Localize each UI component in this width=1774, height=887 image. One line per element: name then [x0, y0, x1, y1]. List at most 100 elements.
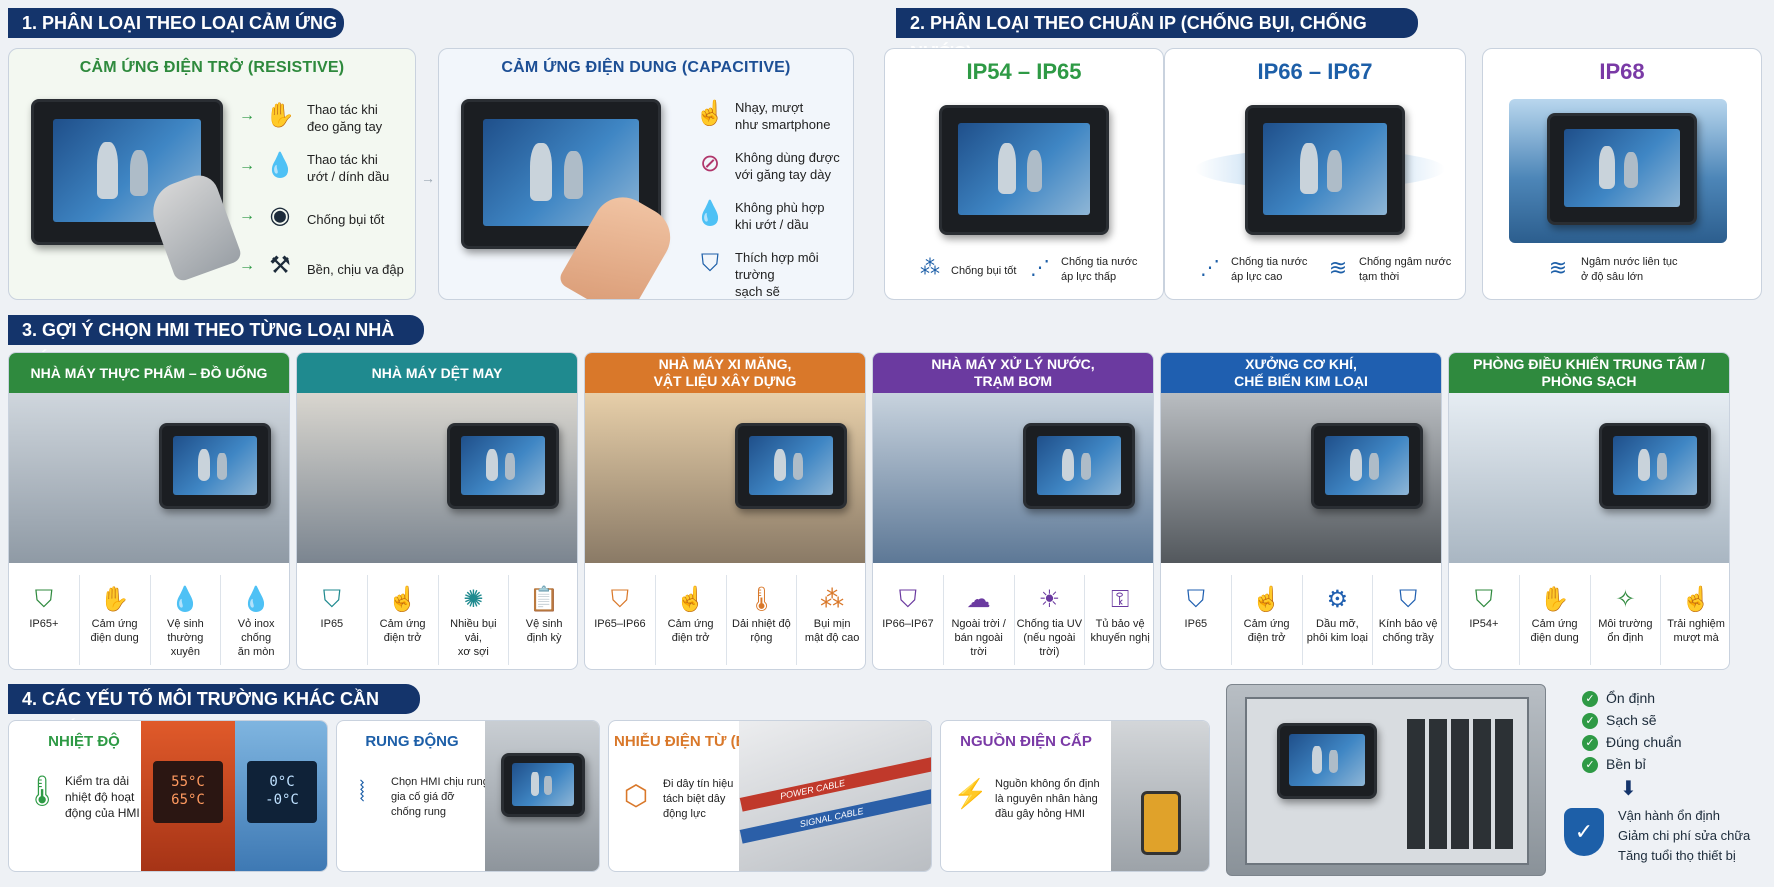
ip54-card: IP54 – IP65 ⁂ Chống bụi tốt ⋰ Chống tia … — [884, 48, 1164, 300]
factory-feature-label: Kính bảo vệ chống trầy — [1378, 618, 1438, 644]
vibration-text: Chọn HMI chịu rung, gia cố giá đỡ chống … — [391, 776, 492, 818]
temperature-title: NHIỆT ĐỘ — [48, 733, 120, 750]
factory-card: NHÀ MÁY THỰC PHẨM – ĐỒ UỐNG⛉IP65+✋Cảm ứn… — [8, 352, 290, 670]
no-glove-icon: ⊘ — [699, 150, 721, 177]
factory-feature-label: Chống tia UV (nếu ngoài trời) — [1016, 618, 1083, 658]
factory-feature: ☝Cảm ứng điện trở — [1232, 575, 1303, 665]
factory-feature-label: IP65 — [1184, 618, 1208, 630]
arrow-icon: → — [421, 170, 435, 186]
factory-card: PHÒNG ĐIỀU KHIỂN TRUNG TÂM / PHÒNG SẠCH ⛉… — [1448, 352, 1730, 670]
ip54-title: IP54 – IP65 — [966, 59, 1082, 84]
cold-temp-1: 0°C — [269, 774, 295, 790]
factory-feature-label: Bụi mịn mật độ cao — [804, 618, 860, 644]
arrow-down-icon: ⬇ — [1620, 778, 1637, 800]
water-drop-icon: 💧 — [265, 152, 295, 179]
check-item: ✓Bền bỉ — [1582, 754, 1646, 774]
spray-icon: ⋰ — [1030, 257, 1050, 279]
shield-check-icon: ⛉ — [34, 586, 53, 613]
factory-feature: 💧Vỏ inox chống ăn mòn — [221, 575, 289, 665]
factory-feature-label: Nhiều bụi vải, xơ sợi — [450, 618, 497, 658]
factory-feature-label: IP65 — [320, 618, 344, 630]
gears-icon: ⚙ — [1326, 586, 1349, 613]
touch-finger-icon: ☝ — [387, 586, 418, 613]
cabinet-icon: ⚿ — [1110, 586, 1130, 613]
factory-feature: ⁂Bụi mịn mật độ cao — [797, 575, 865, 665]
emc-text: Đi dây tín hiệu tách biệt dây động lực — [663, 778, 734, 820]
factory-feature: ⛉Kính bảo vệ chống trầy — [1373, 575, 1441, 665]
sparkle-icon: ✧ — [1615, 586, 1636, 613]
power-text: Nguồn không ổn định là nguyên nhân hàng … — [995, 778, 1100, 820]
factory-photo — [297, 393, 577, 563]
factory-photo — [585, 393, 865, 563]
factory-photo — [1449, 393, 1729, 563]
vibration-card: RUNG ĐỘNG ⦚ Chọn HMI chịu rung, gia cố g… — [336, 720, 600, 872]
factory-title: PHÒNG ĐIỀU KHIỂN TRUNG TÂM / PHÒNG SẠCH — [1449, 353, 1729, 393]
factory-feature: ⛉IP65–IP66 — [585, 575, 656, 665]
check-label: Bền bỉ — [1606, 756, 1646, 772]
factory-feature: ⛉IP54+ — [1449, 575, 1520, 665]
ip54-feature-1: Chống bụi tốt — [951, 265, 1017, 277]
hot-panel-image: 55°C 65°C — [141, 721, 235, 871]
factory-feature: ⛉ IP66–IP67 — [873, 575, 944, 665]
factory-feature: 💧Vệ sinh thường xuyên — [151, 575, 222, 665]
dust-icon: ⁂ — [920, 257, 940, 279]
factory-feature-label: Cảm ứng điện dung — [90, 618, 139, 644]
shield-check-icon: ⛉ — [1474, 586, 1493, 613]
cold-panel-image: 0°C -0°C — [235, 721, 327, 871]
spray-icon: ⋰ — [1200, 257, 1220, 279]
shield-check-icon: ⛉ — [898, 586, 917, 613]
result-2: Giảm chi phí sửa chữa — [1618, 828, 1751, 843]
hammer-icon: ⚒ — [269, 252, 291, 279]
arrow-icon: → — [239, 157, 255, 174]
result-1: Vận hành ổn định — [1618, 808, 1720, 823]
ip68-hmi-image — [1547, 113, 1697, 225]
capacitive-feature-1: Nhạy, mượt như smartphone — [735, 100, 831, 132]
waves-icon: ≋ — [1548, 255, 1568, 280]
factory-feature-label: Cảm ứng điện dung — [1530, 618, 1579, 644]
factory-feature-label: IP66–IP67 — [882, 618, 934, 630]
factory-feature: ⛉ IP65 — [297, 575, 368, 665]
resistive-feature-4: Bền, chịu va đập — [307, 262, 404, 277]
hand-icon: ✋ — [1539, 586, 1570, 613]
factory-feature-label: Ngoài trời / bán ngoài trời — [951, 618, 1006, 658]
cables-image: POWER CABLE SIGNAL CABLE — [739, 721, 931, 871]
factory-feature-label: Dải nhiệt độ rộng — [732, 618, 791, 644]
factory-feature: 📋 Vệ sinh định kỳ — [509, 575, 577, 665]
ip66-card: IP66 – IP67 ⋰ Chống tia nước áp lực cao … — [1164, 48, 1466, 300]
glove-icon: ✋ — [265, 102, 295, 129]
resistive-feature-3: Chống bụi tốt — [307, 212, 385, 227]
thermometer-icon: 🌡 — [746, 586, 777, 613]
arrow-icon: → — [239, 107, 255, 124]
multimeter-image — [1111, 721, 1209, 871]
check-label: Sạch sẽ — [1606, 712, 1657, 728]
ip68-card: IP68 ≋ Ngâm nước liên tục ở độ sâu lớn — [1482, 48, 1762, 300]
factory-feature: ⚿Tủ bảo vệ khuyến nghị — [1085, 575, 1153, 665]
factory-feature: ✧ Môi trường ổn định — [1591, 575, 1662, 665]
water-drop-icon: 💧 — [170, 586, 201, 613]
factory-card: XƯỞNG CƠ KHÍ, CHẾ BIẾN KIM LOẠI⛉IP65☝Cảm… — [1160, 352, 1442, 670]
water-drop-icon: 💧 — [695, 200, 725, 227]
sun-icon: ☀ — [1038, 586, 1061, 613]
factory-feature: ☁ Ngoài trời / bán ngoài trời — [944, 575, 1015, 665]
shield-check-icon: ⛉ — [322, 586, 341, 613]
capacitive-feature-3: Không phù hợp khi ướt / dầu — [735, 200, 825, 232]
capacitive-feature-2: Không dùng được với găng tay dày — [735, 150, 840, 182]
clipboard-icon: 📋 — [529, 586, 560, 613]
factory-feature-label: Cảm ứng điện trở — [379, 618, 426, 644]
arrow-icon: → — [239, 207, 255, 224]
check-label: Đúng chuẩn — [1606, 734, 1682, 750]
dust-eye-icon: ◉ — [269, 202, 291, 229]
touch-finger-icon: ☝ — [695, 100, 725, 127]
factory-feature: ✋Cảm ứng điện dung — [80, 575, 151, 665]
cloud-rain-icon: ☁ — [966, 586, 991, 613]
factory-feature-label: Vệ sinh định kỳ — [525, 618, 563, 644]
factory-feature: ⛉IP65+ — [9, 575, 80, 665]
factory-feature-label: Cảm ứng điện trở — [1243, 618, 1290, 644]
hot-temp-2: 65°C — [171, 792, 205, 808]
section-title-ip: 2. PHÂN LOẠI THEO CHUẨN IP (CHỐNG BỤI, C… — [896, 8, 1418, 63]
section-title-factory: 3. GỢI Ý CHỌN HMI THEO TỪNG LOẠI NHÀ MÁY — [8, 315, 424, 370]
check-icon: ✓ — [1582, 713, 1598, 730]
factory-feature-label: Môi trường ổn định — [1598, 618, 1653, 644]
factory-card: NHÀ MÁY XỬ LÝ NƯỚC, TRẠM BƠM⛉IP66–IP67☁N… — [872, 352, 1154, 670]
emc-title: NHIỄU ĐIỆN TỪ (EMC) — [614, 733, 774, 750]
